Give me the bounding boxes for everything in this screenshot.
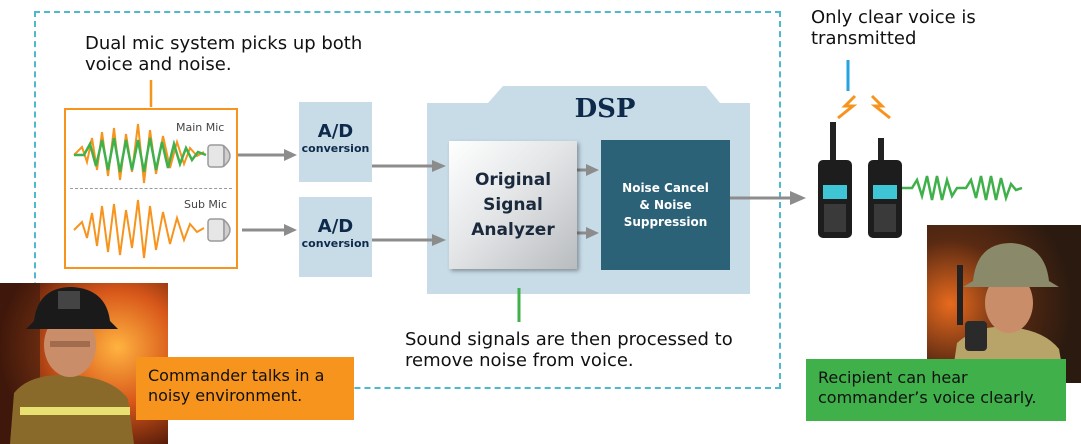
radio-icon-right xyxy=(868,138,902,238)
recipient-tag: Recipient can hear commander’s voice cle… xyxy=(806,359,1066,421)
ad-converter-sub: A/D conversion xyxy=(299,197,372,277)
dsp-title: DSP xyxy=(574,94,636,124)
signal-spark-icon-left xyxy=(837,94,858,120)
noise-cancel-label: Noise Cancel & Noise Suppression xyxy=(622,180,709,229)
mic-system-caption: Dual mic system picks up both voice and … xyxy=(85,33,363,75)
ad-title: A/D xyxy=(317,121,354,142)
firefighter-photo-commander xyxy=(0,283,168,444)
ad-title: A/D xyxy=(317,216,354,237)
main-mic-label: Main Mic xyxy=(176,121,225,134)
signal-analyzer-label: Original Signal Analyzer xyxy=(471,169,555,240)
output-voice-wave xyxy=(902,175,1023,203)
signal-analyzer-block: Original Signal Analyzer xyxy=(449,141,577,269)
system-boundary xyxy=(34,11,781,389)
noise-cancel-block: Noise Cancel & Noise Suppression xyxy=(601,140,730,270)
ad-subtitle: conversion xyxy=(301,142,370,155)
signal-spark-icon-right xyxy=(870,94,891,120)
ad-converter-main: A/D conversion xyxy=(299,102,372,182)
mic-divider xyxy=(70,188,232,189)
processing-caption: Sound signals are then processed to remo… xyxy=(405,329,733,371)
commander-tag: Commander talks in a noisy environment. xyxy=(136,357,354,420)
ad-subtitle: conversion xyxy=(301,237,370,250)
sub-mic-label: Sub Mic xyxy=(184,198,228,211)
transmitted-caption: Only clear voice is transmitted xyxy=(811,7,976,49)
radio-icon-left xyxy=(818,122,852,238)
